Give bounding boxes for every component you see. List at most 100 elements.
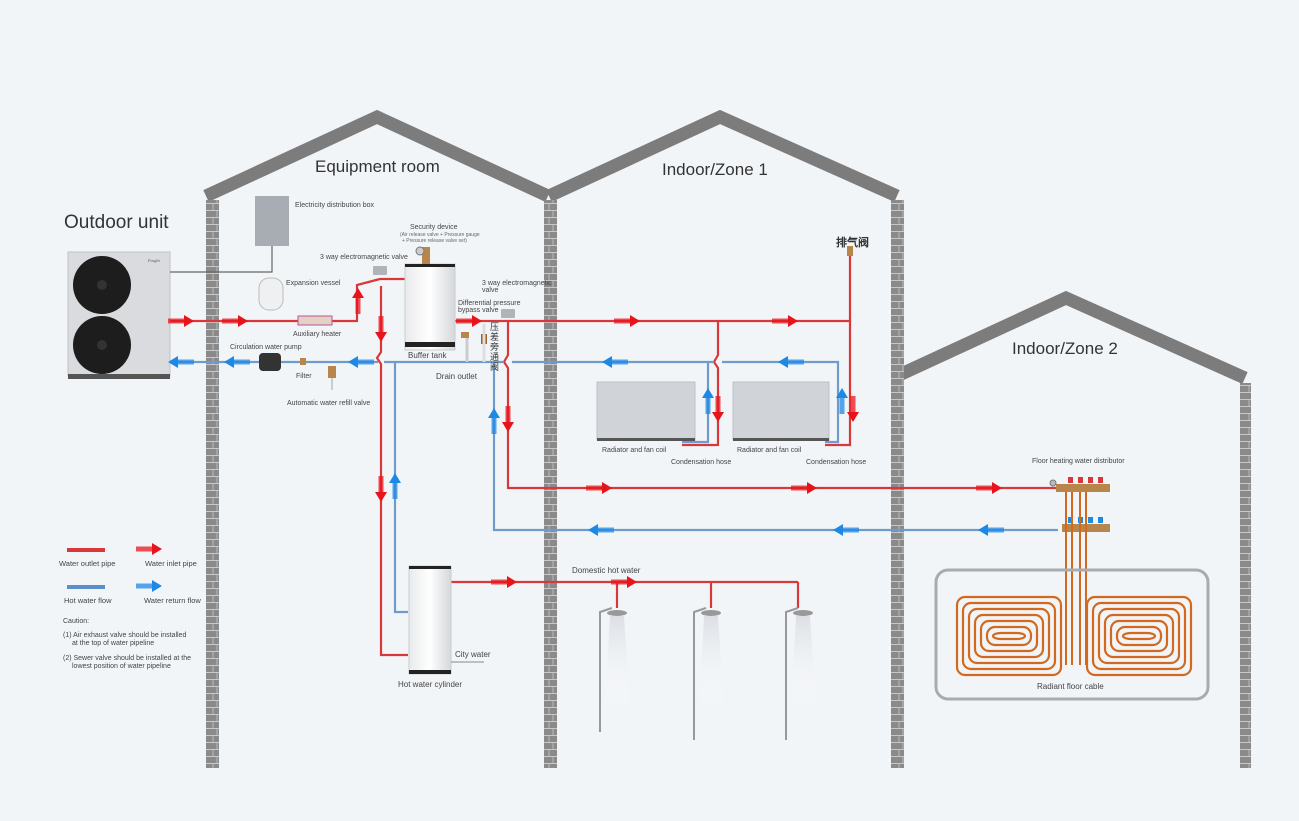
three-way-valve-label-2b: valve <box>482 287 499 294</box>
three-way-valve-icon <box>501 309 515 318</box>
floor-coil-loop <box>1115 625 1163 647</box>
hot-flow-arrow-icon <box>375 476 387 502</box>
caution-2-line-1: (2) Sewer valve should be installed at t… <box>63 655 192 662</box>
drain-outlet-icon <box>461 332 469 338</box>
hot-flow-arrow-icon <box>352 288 364 314</box>
roof-zone-1 <box>546 109 900 202</box>
caution-2-line-2: lowest position of water pipeline <box>72 663 171 670</box>
floor-coil-loop <box>1103 613 1175 659</box>
floor-distributor-label: Floor heating water distributor <box>1032 458 1125 465</box>
radiator-2-label: Radiator and fan coil <box>737 447 802 454</box>
floor-feed-pipes <box>1065 492 1087 665</box>
floor-coil-loop <box>1121 631 1157 641</box>
return-flow-arrow-icon <box>836 388 848 414</box>
hot-flow-arrow-icon <box>772 315 798 327</box>
diff-pressure-label-1: Differential pressure <box>458 300 521 307</box>
flow-arrows <box>136 288 1004 592</box>
electricity-distribution-box <box>170 196 289 273</box>
auxiliary-heater-label: Auxiliary heater <box>293 331 342 338</box>
hot-flow-arrow-icon <box>136 543 162 555</box>
svg-text:Fenglei: Fenglei <box>147 258 160 263</box>
radiant-floor-area <box>934 568 1210 701</box>
buffer-tank <box>404 246 456 351</box>
circulation-water-pump <box>259 353 281 371</box>
air-vent-cn-label: 排气阀 <box>836 237 869 249</box>
return-flow-arrow-icon <box>833 524 859 536</box>
city-water-label: City water <box>455 650 491 659</box>
return-flow-arrow-icon <box>488 408 500 434</box>
legend <box>67 548 105 589</box>
outdoor-unit-title: Outdoor unit <box>64 212 169 233</box>
hot-flow-arrow-icon <box>456 315 482 327</box>
three-way-valve-label-1: 3 way electromagnetic valve <box>320 254 408 261</box>
diff-pressure-cn-label: 压差旁通阀 <box>489 322 499 372</box>
security-device-detail-1: (Air release valve + Pressure gauge <box>400 232 480 238</box>
hot-water-cylinder <box>408 565 484 675</box>
wall-outer-right <box>1240 383 1251 768</box>
wall-equipment-zone1 <box>544 200 557 768</box>
zone-1-title: Indoor/Zone 1 <box>662 160 768 179</box>
return-flow-arrow-icon <box>389 473 401 499</box>
floor-coil-loop <box>967 607 1051 665</box>
shower-1 <box>599 607 630 732</box>
floor-coil-loop <box>1109 619 1169 653</box>
auxiliary-heater <box>297 315 333 326</box>
domestic-hot-water-label: Domestic hot water <box>572 566 641 575</box>
floor-coil-loop <box>979 619 1039 653</box>
shower-2 <box>693 607 724 740</box>
floor-coil-loop <box>1097 607 1181 665</box>
radiator-1-label: Radiator and fan coil <box>602 447 667 454</box>
legend-inlet-pipe-label: Water inlet pipe <box>145 559 197 568</box>
legend-outlet-pipe-swatch <box>67 548 105 552</box>
hot-flow-arrow-icon <box>712 396 724 422</box>
wall-outer-left <box>206 200 219 768</box>
radiator-fan-coil-1 <box>596 381 696 441</box>
legend-return-flow-label: Water return flow <box>144 596 201 605</box>
legend-hot-water-swatch <box>67 585 105 589</box>
circulation-pump-label: Circulation water pump <box>230 344 302 351</box>
return-flow-arrow-icon <box>168 356 194 368</box>
security-device-detail-2: + Pressure release valve set) <box>402 238 467 244</box>
expansion-vessel-label: Expansion vessel <box>286 280 341 287</box>
floor-coil-loop <box>955 595 1063 677</box>
hot-flow-arrow-icon <box>976 482 1002 494</box>
expansion-vessel <box>258 277 284 311</box>
floor-coil-loop <box>961 601 1057 671</box>
electricity-box-label: Electricity distribution box <box>295 202 374 209</box>
condensation-hose-2-label: Condensation hose <box>806 459 867 466</box>
return-flow-arrow-icon <box>702 388 714 414</box>
outdoor-unit: Fenglei <box>67 251 171 379</box>
return-flow-arrow-icon <box>602 356 628 368</box>
roof-zone-2 <box>894 290 1248 384</box>
return-flow-arrow-icon <box>588 524 614 536</box>
drain-outlet-label: Drain outlet <box>436 372 477 381</box>
legend-hot-water-label: Hot water flow <box>64 596 112 605</box>
radiator-fan-coil-2 <box>732 381 830 441</box>
condensation-hose-1-label: Condensation hose <box>671 459 732 466</box>
wall-zone1-zone2 <box>891 200 904 768</box>
return-flow-arrow-icon <box>978 524 1004 536</box>
auto-refill-valve <box>328 366 336 390</box>
caution-1-line-1: (1) Air exhaust valve should be installe… <box>63 632 187 639</box>
caution-title: Caution: <box>63 618 90 625</box>
return-flow-arrow-icon <box>224 356 250 368</box>
zone-2-title: Indoor/Zone 2 <box>1012 339 1118 358</box>
return-flow-arrow-icon <box>778 356 804 368</box>
air-vent-icon <box>847 246 853 256</box>
hot-flow-arrow-icon <box>375 316 387 342</box>
hot-flow-arrow-icon <box>611 576 637 588</box>
shower-3 <box>785 607 816 740</box>
return-flow-arrow-icon <box>136 580 162 592</box>
hot-flow-arrow-icon <box>791 482 817 494</box>
diff-pressure-label-2: bypass valve <box>458 307 499 314</box>
hot-flow-arrow-icon <box>222 315 248 327</box>
radiant-floor-label: Radiant floor cable <box>1037 682 1104 691</box>
floor-coil-loop <box>1091 601 1187 671</box>
floor-coil-loop <box>985 625 1033 647</box>
auto-refill-valve-label: Automatic water refill valve <box>287 400 371 407</box>
floor-coil-loop <box>1085 595 1193 677</box>
return-flow-arrow-icon <box>348 356 374 368</box>
hot-flow-arrow-icon <box>614 315 640 327</box>
hot-flow-arrow-icon <box>847 396 859 422</box>
